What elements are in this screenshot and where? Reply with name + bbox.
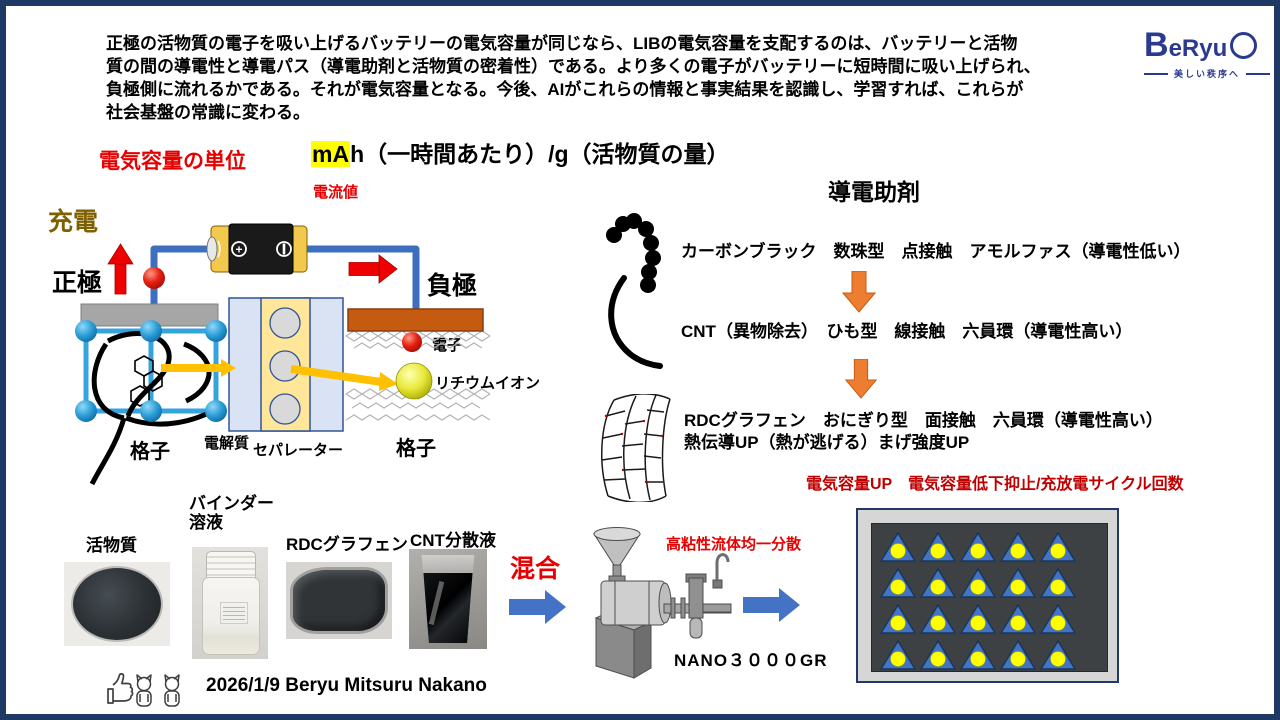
capacity-unit-line: mAh（一時間あたり）/g（活物質の量） xyxy=(311,135,730,169)
active-material-dot xyxy=(1050,651,1066,667)
active-material-label: 活物質 xyxy=(86,536,137,555)
active-material-dot xyxy=(1010,615,1026,631)
active-material-dot xyxy=(930,579,946,595)
carbon-black-illustration xyxy=(606,213,661,293)
battery-plus-symbol: + xyxy=(235,243,242,257)
electrolyte-region xyxy=(228,297,344,432)
active-material-photo xyxy=(64,562,170,646)
lithium-ion-ball xyxy=(395,362,433,400)
lithium-ion-label: リチウムイオン xyxy=(435,375,541,392)
bottle-body xyxy=(202,577,260,655)
active-material-dot xyxy=(1010,543,1026,559)
yellow-arrow-long-icon xyxy=(290,365,398,391)
machine-name: NANO３０００GR xyxy=(674,651,828,670)
blue-arrow-icon xyxy=(509,590,566,624)
powder-pile xyxy=(73,568,161,640)
negative-electrode-label: 負極 xyxy=(427,272,478,300)
logo-tagline-row: 美しい秩序へ xyxy=(1144,67,1271,80)
credit-text: 2026/1/9 Beryu Mitsuru Nakano xyxy=(206,675,487,696)
negative-electrode-bar xyxy=(347,308,484,332)
orange-down-arrow-icon-2 xyxy=(844,359,878,399)
logo-circle-icon xyxy=(1230,32,1258,59)
rdc-graphene-photo-label: RDCグラフェン xyxy=(286,535,408,554)
tagline-rule-left xyxy=(1144,72,1168,75)
thumbs-up-icon xyxy=(107,673,134,704)
bottle-label xyxy=(220,602,248,624)
active-material-dot xyxy=(970,615,986,631)
bottle-cap xyxy=(206,551,256,579)
mixing-label: 混合 xyxy=(510,555,561,583)
graphene-paste-blob xyxy=(293,570,385,631)
unit-rest: h（一時間あたり）/g（活物質の量） xyxy=(350,141,730,167)
logo-name: eRyu xyxy=(1168,35,1228,62)
positive-electrode-label: 正極 xyxy=(52,269,103,297)
orange-down-arrow-icon xyxy=(842,271,876,313)
intro-paragraph: 正極の活物質の電子を吸い上げるバッテリーの電気容量が同じなら、LIBの電気容量を… xyxy=(106,34,1041,122)
ma-highlight: mA xyxy=(311,141,351,167)
active-material-dot xyxy=(930,615,946,631)
red-up-arrow-icon xyxy=(107,243,134,295)
maneki-neko-icon xyxy=(136,674,152,707)
electron-ball-negative xyxy=(402,332,422,352)
tagline-rule-right xyxy=(1246,72,1271,75)
electron-ball xyxy=(143,267,165,289)
active-material-dot xyxy=(890,615,906,631)
carbon-black-line: カーボンブラック 数珠型 点接触 アモルファス（導電性低い） xyxy=(681,242,1191,261)
electrode-panel xyxy=(856,508,1119,683)
active-material-dot xyxy=(890,579,906,595)
electrode-panel-inner xyxy=(871,523,1108,672)
benefit-caption: 電気容量UP 電気容量低下抑止/充放電サイクル回数 xyxy=(806,476,1184,493)
binder-label: バインダー 溶液 xyxy=(189,494,274,532)
battery-circuit-illustration: + xyxy=(75,223,491,486)
current-value-label: 電流値 xyxy=(313,184,359,201)
charge-label: 充電 xyxy=(48,208,99,236)
active-material-dot xyxy=(1050,615,1066,631)
red-right-arrow-icon xyxy=(348,254,398,284)
active-material-dot xyxy=(970,543,986,559)
dispersion-note: 高粘性流体均一分散 xyxy=(666,536,802,553)
blue-arrow-icon-2 xyxy=(743,588,800,622)
active-material-dot xyxy=(1010,651,1026,667)
machine-illustration xyxy=(593,527,732,679)
active-material-dot xyxy=(930,543,946,559)
binder-bottle-photo xyxy=(192,547,268,659)
logo-tagline: 美しい秩序へ xyxy=(1174,69,1241,79)
active-material-dot xyxy=(930,651,946,667)
maneki-neko-icon-2 xyxy=(164,674,180,707)
thermal-line: 熱伝導UP（熱が逃げる）まげ強度UP xyxy=(684,433,970,452)
active-material-dot xyxy=(970,651,986,667)
active-material-dot xyxy=(1010,579,1026,595)
rdc-graphene-line: RDCグラフェン おにぎり型 面接触 六員環（導電性高い） xyxy=(684,411,1163,430)
active-material-dot xyxy=(1050,579,1066,595)
yellow-arrow-icon xyxy=(161,359,236,377)
cnt-illustration xyxy=(608,275,663,369)
triangle-grid xyxy=(879,531,1077,670)
electrolyte-label: 電解質 xyxy=(204,435,250,452)
active-material-dot xyxy=(890,543,906,559)
cnt-line: CNT（異物除去） ひも型 線接触 六員環（導電性高い） xyxy=(681,322,1133,341)
circuit-wire-right xyxy=(293,245,420,309)
graphene-illustration xyxy=(601,394,671,502)
cnt-dispersion-label: CNT分散液 xyxy=(410,531,496,550)
separator-label: セパレーター xyxy=(253,442,344,459)
logo-initial: B xyxy=(1144,26,1169,64)
beaker-glass xyxy=(421,555,475,643)
capacity-unit-title: 電気容量の単位 xyxy=(99,150,246,173)
additives-title: 導電助剤 xyxy=(828,179,920,205)
cnt-dispersion-photo xyxy=(409,549,487,649)
rdc-graphene-photo xyxy=(286,562,392,639)
active-material-dot xyxy=(970,579,986,595)
lattice-left-label: 格子 xyxy=(130,441,170,463)
lattice-right-label: 格子 xyxy=(396,438,436,460)
lattice-illustration xyxy=(75,320,227,486)
cnt-ink xyxy=(423,572,473,643)
footer-icons xyxy=(107,673,180,707)
active-material-dot xyxy=(890,651,906,667)
active-material-dot xyxy=(1050,543,1066,559)
battery-illustration: + xyxy=(206,223,308,275)
